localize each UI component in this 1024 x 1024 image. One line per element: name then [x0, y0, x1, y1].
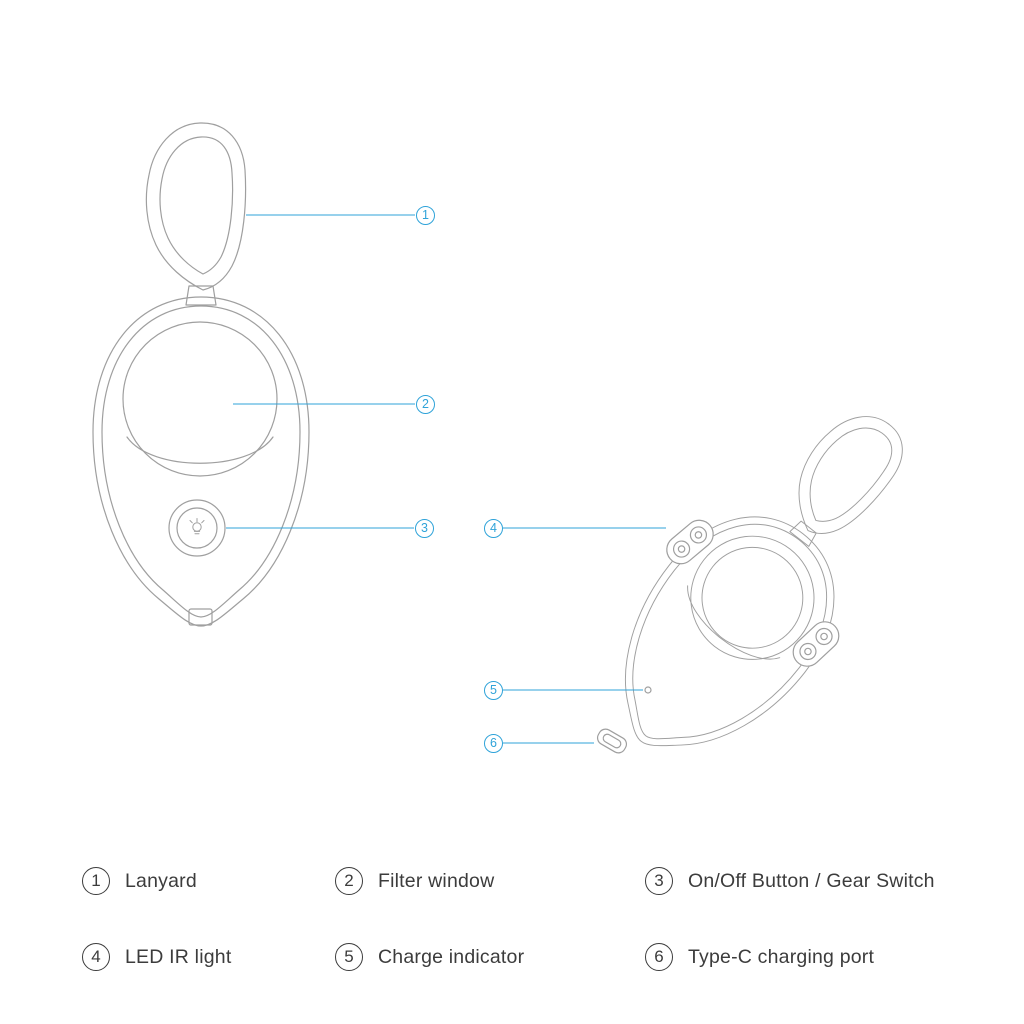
- filter-window-inner-ring: [701, 546, 804, 649]
- angled-view: [572, 396, 918, 796]
- lanyard-carabiner: [145, 122, 247, 306]
- device-body-outline: [92, 296, 310, 627]
- power-button: [168, 499, 226, 557]
- usbc-port: [596, 728, 628, 754]
- flashlight-icon: [189, 518, 205, 535]
- callout-4-badge: 4: [484, 519, 503, 538]
- bottom-notch: [188, 608, 213, 626]
- callout-6-badge: 6: [484, 734, 503, 753]
- front-view: [92, 122, 310, 627]
- charge-indicator-dot: [644, 686, 652, 694]
- callout-1-badge: 1: [416, 206, 435, 225]
- callout-5-badge: 5: [484, 681, 503, 700]
- led-module-lower: [786, 615, 846, 673]
- led-module-upper: [660, 513, 720, 571]
- callout-3-badge: 3: [415, 519, 434, 538]
- callout-lines: [226, 214, 666, 744]
- callout-2-badge: 2: [416, 395, 435, 414]
- filter-window-circle: [122, 321, 278, 477]
- lanyard-carabiner: [764, 396, 918, 562]
